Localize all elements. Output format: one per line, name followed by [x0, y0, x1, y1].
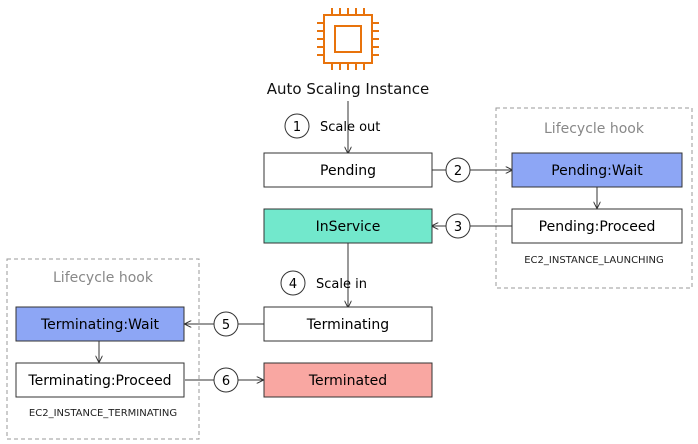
state-terminating-wait: Terminating:Wait [15, 306, 185, 342]
state-pending-wait-label: Pending:Wait [551, 163, 643, 179]
state-inservice: InService [263, 208, 433, 244]
state-terminating-proceed-label: Terminating:Proceed [27, 373, 171, 389]
step-3-number: 3 [454, 220, 462, 235]
step-6-number: 6 [222, 374, 230, 389]
lifecycle-hook-terminate-title: Lifecycle hook [53, 270, 154, 286]
lifecycle-hook-launch: Lifecycle hook EC2_INSTANCE_LAUNCHING [495, 107, 693, 289]
step-5-number: 5 [222, 318, 230, 333]
state-pending-wait: Pending:Wait [511, 152, 683, 188]
ec2-chip-icon [317, 8, 379, 70]
instance-title: Auto Scaling Instance [267, 80, 430, 98]
lifecycle-hook-terminate: Lifecycle hook EC2_INSTANCE_TERMINATING [6, 258, 200, 440]
state-pending-proceed: Pending:Proceed [511, 208, 683, 244]
step-1-number: 1 [293, 120, 301, 135]
state-inservice-label: InService [316, 219, 381, 235]
state-terminating-label: Terminating [306, 317, 389, 333]
step-4-label: Scale in [316, 277, 367, 292]
step-1: 1 Scale out [284, 113, 380, 139]
step-2: 2 [445, 157, 471, 183]
lifecycle-hook-launch-title: Lifecycle hook [544, 121, 645, 137]
step-2-number: 2 [454, 164, 462, 179]
step-4: 4 Scale in [280, 270, 367, 296]
step-5: 5 [213, 311, 239, 337]
step-4-number: 4 [289, 277, 297, 292]
state-terminated: Terminated [263, 362, 433, 398]
step-3: 3 [445, 213, 471, 239]
state-terminating: Terminating [263, 306, 433, 342]
state-pending-label: Pending [320, 163, 376, 179]
step-6: 6 [213, 367, 239, 393]
state-terminated-label: Terminated [308, 373, 387, 389]
state-terminating-wait-label: Terminating:Wait [40, 317, 160, 333]
step-1-label: Scale out [320, 120, 380, 135]
lifecycle-hook-launch-event: EC2_INSTANCE_LAUNCHING [524, 255, 664, 266]
state-terminating-proceed: Terminating:Proceed [15, 362, 185, 398]
lifecycle-hook-terminate-event: EC2_INSTANCE_TERMINATING [29, 408, 177, 419]
state-pending: Pending [263, 152, 433, 188]
state-pending-proceed-label: Pending:Proceed [539, 219, 656, 235]
